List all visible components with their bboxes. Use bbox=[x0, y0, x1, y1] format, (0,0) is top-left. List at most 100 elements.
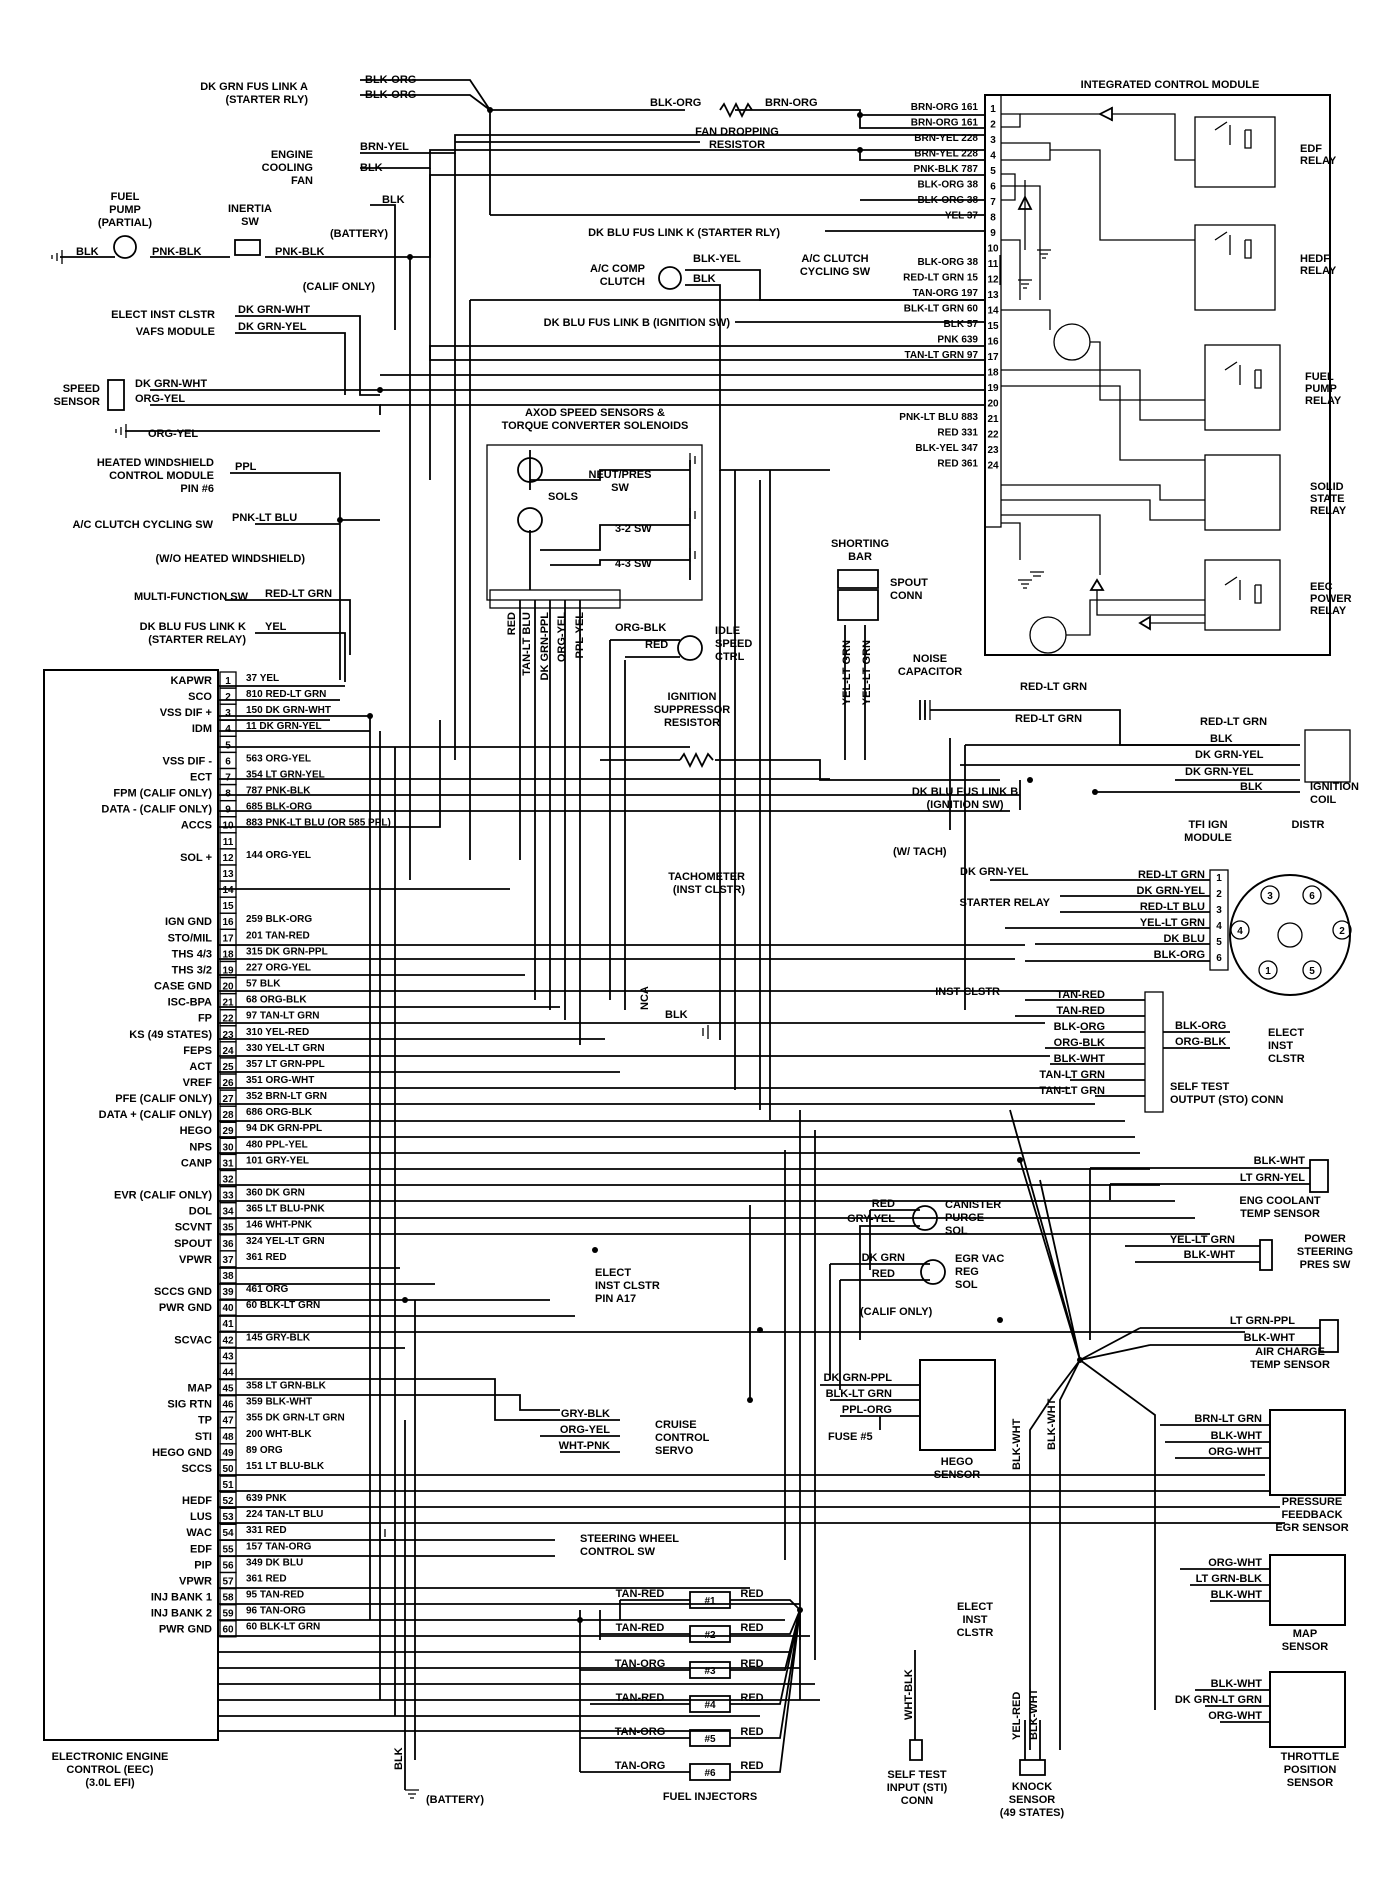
cruise-wire: ORG-YEL bbox=[560, 1424, 610, 1436]
icm-pin-wire: BLK-ORG 38 bbox=[917, 180, 978, 191]
icm-pin-number: 12 bbox=[987, 275, 999, 286]
idle-speed-label: SPEED bbox=[715, 638, 752, 650]
speed-sensor-wire: ORG-YEL bbox=[135, 393, 185, 405]
ecc-pin-number: 47 bbox=[222, 1416, 234, 1427]
knock-sensor-label: SENSOR bbox=[1009, 1794, 1056, 1806]
elect-inst-clstr2-label: CLSTR bbox=[1268, 1053, 1305, 1065]
multi-function-label: MULTI-FUNCTION SW bbox=[134, 591, 249, 603]
fan-res-wire-right: BRN-ORG bbox=[765, 97, 818, 109]
ac-cycling-label: CYCLING SW bbox=[800, 266, 871, 278]
elect-inst-clstr3-label: INST bbox=[962, 1614, 987, 1626]
icm-pin-wire: TAN-LT GRN 97 bbox=[904, 350, 978, 361]
ecc-module-box bbox=[43, 669, 219, 1741]
ecc-pin-name: NPS bbox=[189, 1141, 212, 1153]
axod-wire-label: RED bbox=[506, 612, 518, 635]
ecc-pin-name: SIG RTN bbox=[167, 1399, 212, 1411]
ecc-pin-name: SCCS GND bbox=[154, 1286, 212, 1298]
ecc-pin-name: THS 4/3 bbox=[172, 948, 212, 960]
axod-title: TORQUE CONVERTER SOLENOIDS bbox=[502, 420, 689, 432]
sti-conn-label: INPUT (STI) bbox=[887, 1782, 948, 1794]
ecc-pin-number: 11 bbox=[223, 837, 234, 848]
ecc-title: (3.0L EFI) bbox=[85, 1777, 135, 1789]
icm-pin-number: 18 bbox=[987, 368, 999, 379]
idle-wire: ORG-BLK bbox=[615, 622, 666, 634]
ecc-pin-name: SCVNT bbox=[175, 1222, 213, 1234]
ecc-pin-wire: 201 TAN-RED bbox=[246, 930, 310, 941]
ecc-pin-wire: 68 ORG-BLK bbox=[246, 995, 307, 1006]
ac-clutch-wire: BLK bbox=[693, 273, 716, 285]
fuse-wire-label: BLK-ORG bbox=[365, 89, 416, 101]
ecc-pin-wire: 480 PPL-YEL bbox=[246, 1139, 308, 1150]
cruise-wire: GRY-BLK bbox=[561, 1408, 610, 1420]
ecc-pin-wire: 60 BLK-LT GRN bbox=[246, 1300, 320, 1311]
ecc-pin-number: 24 bbox=[222, 1046, 234, 1057]
inst-clstr-label: INST CLSTR bbox=[935, 986, 1000, 998]
pfe-wire: BLK-WHT bbox=[1211, 1430, 1263, 1442]
ecc-title: CONTROL (EEC) bbox=[66, 1764, 154, 1776]
injector-number: #6 bbox=[704, 1768, 716, 1779]
ac-comp-clutch-label: A/C COMP bbox=[590, 263, 645, 275]
axod-title: AXOD SPEED SENSORS & bbox=[525, 407, 665, 419]
ecc-pin-number: 59 bbox=[222, 1609, 234, 1620]
hego-label: SENSOR bbox=[934, 1469, 981, 1481]
ecc-pin-number: 3 bbox=[225, 708, 231, 719]
ecc-pin-wire: 146 WHT-PNK bbox=[246, 1220, 313, 1231]
ecc-pin-number: 44 bbox=[222, 1367, 234, 1378]
ecc-pin-number: 49 bbox=[222, 1448, 234, 1459]
icm-relay-label: PUMP bbox=[1305, 383, 1337, 395]
ecc-pin-wire: 361 RED bbox=[246, 1573, 287, 1584]
ecc-pin-wire: 94 DK GRN-PPL bbox=[246, 1123, 322, 1134]
distr-number: 2 bbox=[1339, 926, 1345, 937]
fp-wire-label: PNK-BLK bbox=[275, 246, 325, 258]
ecc-pin-number: 54 bbox=[222, 1528, 234, 1539]
axod-wire-label: TAN-LT BLU bbox=[521, 612, 533, 676]
idle-speed-label: CTRL bbox=[715, 651, 745, 663]
power-steering-label: POWER bbox=[1304, 1233, 1346, 1245]
eng-coolant-label: ENG COOLANT bbox=[1239, 1195, 1321, 1207]
inst-clstr-wire: TAN-LT GRN bbox=[1039, 1085, 1105, 1097]
knock-wire: YEL-RED bbox=[1011, 1692, 1023, 1740]
ecc-pin-wire: 883 PNK-LT BLU (OR 585 PPL) bbox=[246, 818, 391, 829]
injector-red-wire: RED bbox=[740, 1760, 763, 1772]
fuse5-label: FUSE #5 bbox=[828, 1431, 873, 1443]
tfi-module-label: TFI IGN bbox=[1188, 819, 1227, 831]
icm-ground-glyphs bbox=[1018, 249, 1051, 589]
injector-red-wire: RED bbox=[740, 1726, 763, 1738]
ecc-pin-name: VPWR bbox=[179, 1254, 212, 1266]
edf-relay-box bbox=[1194, 116, 1276, 188]
distr-number: 4 bbox=[1237, 926, 1243, 937]
distr-number: 5 bbox=[1309, 966, 1315, 977]
icm-pin-number: 13 bbox=[987, 290, 999, 301]
icm-pin-wire: BRN-YEL 228 bbox=[914, 149, 978, 160]
icm-pin-wire: PNK-BLK 787 bbox=[914, 164, 979, 175]
icm-pin-wire: BRN-ORG 161 bbox=[911, 118, 979, 129]
ecc-pin-wire: 331 RED bbox=[246, 1525, 287, 1536]
speed-sensor-label: SENSOR bbox=[54, 396, 101, 408]
w-tach-label: (W/ TACH) bbox=[893, 846, 947, 858]
icm-pin-wire: BLK-YEL 347 bbox=[915, 443, 978, 454]
ecc-pin-name: VREF bbox=[183, 1077, 213, 1089]
ecc-pin-number: 19 bbox=[222, 965, 234, 976]
ecc-pin-wire: 365 LT BLU-PNK bbox=[246, 1204, 325, 1215]
act-wire: BLK-WHT bbox=[1244, 1332, 1296, 1344]
icm-relay-label: RELAY bbox=[1305, 395, 1342, 407]
speed-sensor-wire: ORG-YEL bbox=[148, 428, 198, 440]
fuel-pump-label: PUMP bbox=[109, 204, 141, 216]
ect-wire: BLK-WHT bbox=[1254, 1155, 1306, 1167]
ecc-pin-wire: 563 ORG-YEL bbox=[246, 753, 311, 764]
icm-pin-number: 16 bbox=[987, 337, 999, 348]
ecc-pin-wire: 357 LT GRN-PPL bbox=[246, 1059, 325, 1070]
pfe-sensor-label: FEEDBACK bbox=[1281, 1509, 1342, 1521]
ecc-pin-wire: 227 ORG-YEL bbox=[246, 962, 311, 973]
icm-pin-wire: BLK 57 bbox=[944, 319, 979, 330]
ecc-pin-wire: 324 YEL-LT GRN bbox=[246, 1236, 325, 1247]
idle-speed-label: IDLE bbox=[715, 625, 740, 637]
icm-relay-label: EEC bbox=[1310, 581, 1333, 593]
ecc-pin-number: 20 bbox=[222, 982, 234, 993]
coil-wire: BLK bbox=[1210, 733, 1233, 745]
icm-internal-wires bbox=[999, 113, 1205, 636]
icm-pin-number: 5 bbox=[990, 166, 996, 177]
ecc-pin-wire: 157 TAN-ORG bbox=[246, 1541, 312, 1552]
